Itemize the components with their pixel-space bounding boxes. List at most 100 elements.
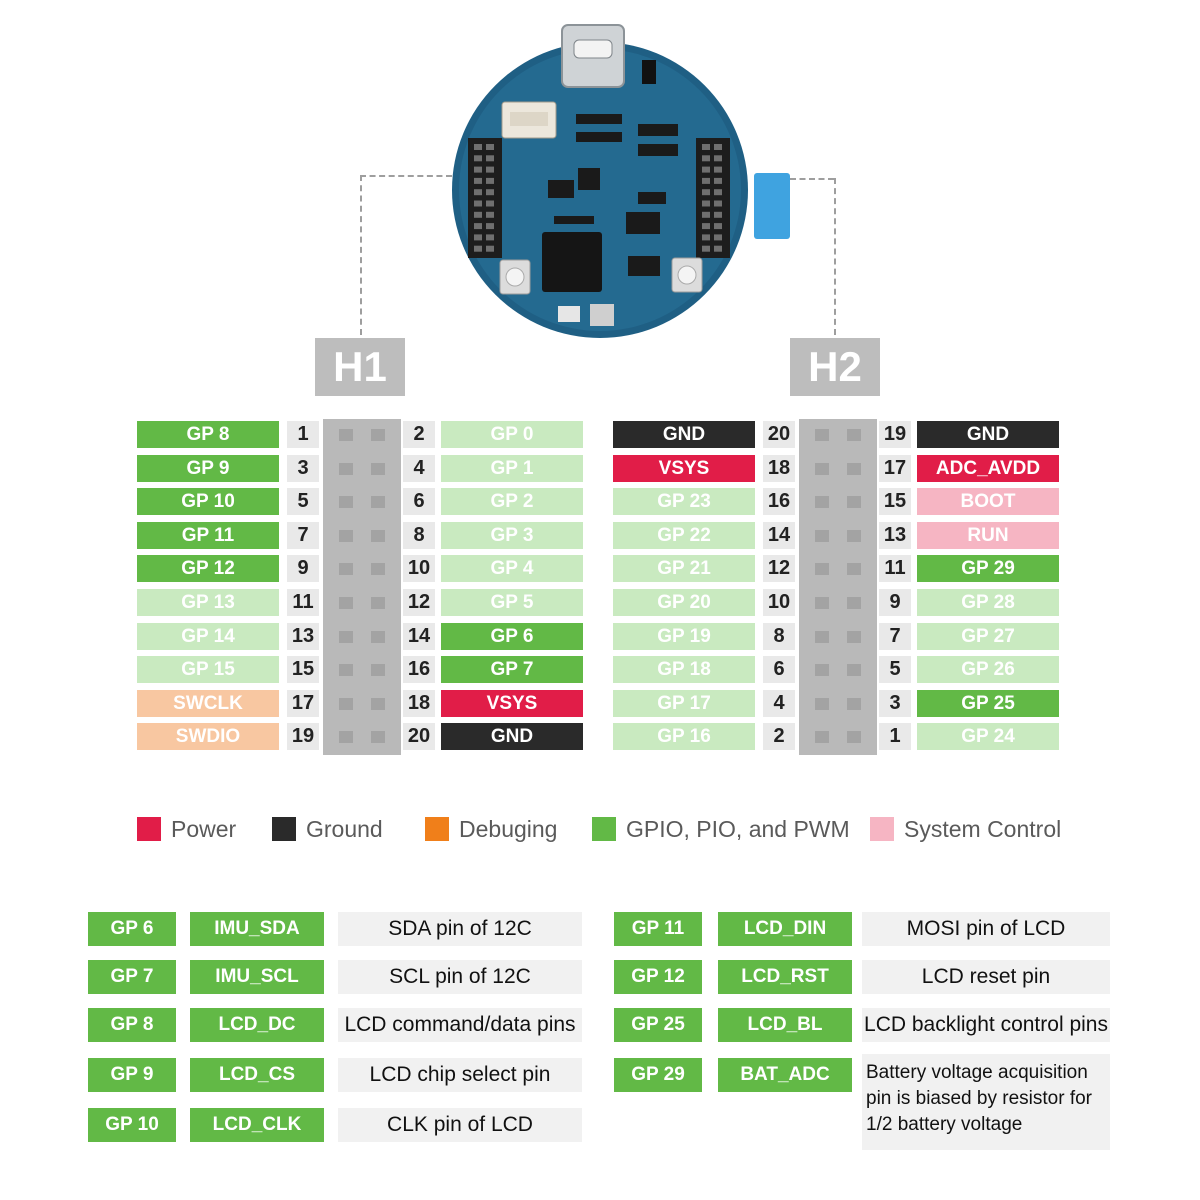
header-pin xyxy=(474,223,482,230)
header-pin xyxy=(486,211,494,218)
legend-label: System Control xyxy=(904,816,1062,842)
h1-pin-pad xyxy=(371,697,385,710)
h2-pin-pad xyxy=(815,529,829,542)
function-pin: GP 7 xyxy=(88,960,176,994)
legend-swatch xyxy=(425,817,449,841)
h1-pin-pad xyxy=(339,597,353,609)
h2-pin-label: GP 16 xyxy=(613,723,755,751)
h1-pin-number: 8 xyxy=(403,521,435,549)
h1-pin-label: GP 0 xyxy=(441,421,583,448)
h1-pin-pad xyxy=(339,496,353,509)
mcu-chip xyxy=(542,232,602,292)
legend-label: Ground xyxy=(306,816,383,842)
h1-pin-label: SWDIO xyxy=(137,723,279,751)
header-pin xyxy=(474,166,482,173)
header-pin xyxy=(702,200,710,207)
function-name: LCD_CLK xyxy=(190,1108,324,1142)
function-description-line: 1/2 battery voltage xyxy=(866,1114,1023,1135)
header-pin xyxy=(486,245,494,252)
h2-pin-label: VSYS xyxy=(613,454,755,482)
h1-pin-number: 18 xyxy=(403,689,435,717)
h2-pin-label: GP 21 xyxy=(613,555,755,583)
h1-pin-number: 16 xyxy=(403,656,435,684)
h1-pin-number: 20 xyxy=(403,723,435,751)
board-image xyxy=(452,24,748,338)
h2-pin-pad xyxy=(847,731,861,744)
function-description-line: Battery voltage acquisition xyxy=(866,1062,1088,1083)
h2-pin-label: GP 24 xyxy=(917,723,1059,751)
h2-pin-number: 20 xyxy=(763,421,795,448)
header-pin xyxy=(474,177,482,184)
h1-pin-number: 14 xyxy=(403,622,435,650)
h1-pin-number: 2 xyxy=(403,421,435,448)
h2-pin-label: GP 17 xyxy=(613,689,755,717)
function-description: LCD reset pin xyxy=(862,960,1110,994)
h2-pin-number: 5 xyxy=(879,656,911,684)
h1-pin-label: GP 15 xyxy=(137,656,279,684)
h1-leader-horizontal xyxy=(360,175,452,177)
header-pin xyxy=(474,200,482,207)
h1-pin-label: GP 14 xyxy=(137,622,279,650)
function-name: LCD_RST xyxy=(718,960,852,994)
h2-pin-pad xyxy=(847,529,861,542)
header-h2 xyxy=(696,138,730,258)
h1-pin-number: 6 xyxy=(403,488,435,516)
h1-pin-number: 4 xyxy=(403,454,435,482)
h2-pin-pad xyxy=(815,664,829,677)
header-h1 xyxy=(468,138,502,258)
header-pin xyxy=(702,211,710,218)
header-pin xyxy=(486,155,494,162)
h2-pin-number: 2 xyxy=(763,723,795,751)
header-pin xyxy=(714,223,722,230)
h2-pin-pad xyxy=(815,429,829,441)
h2-pin-label: GP 23 xyxy=(613,488,755,516)
h2-pin-label: GP 27 xyxy=(917,622,1059,650)
h1-pin-number: 12 xyxy=(403,589,435,616)
legend-label: Debuging xyxy=(459,816,558,842)
h2-pin-number: 11 xyxy=(879,555,911,583)
h2-pin-pad xyxy=(815,563,829,576)
header-pin xyxy=(714,245,722,252)
imu-chip xyxy=(626,212,660,234)
h2-pin-label: GP 22 xyxy=(613,521,755,549)
h1-leader-vertical xyxy=(360,175,362,335)
h1-pin-label: GP 5 xyxy=(441,589,583,616)
header-pin xyxy=(702,245,710,252)
function-pin: GP 11 xyxy=(614,912,702,946)
h1-pin-number: 15 xyxy=(287,656,319,684)
h2-pin-number: 12 xyxy=(763,555,795,583)
h1-pin-number: 1 xyxy=(287,421,319,448)
h1-pin-pad xyxy=(371,462,385,475)
function-name: BAT_ADC xyxy=(718,1058,852,1092)
h2-pin-pad xyxy=(847,462,861,475)
function-pin: GP 29 xyxy=(614,1058,702,1092)
h2-pin-pad xyxy=(815,731,829,744)
header-pin xyxy=(702,155,710,162)
h1-pin-pad xyxy=(339,529,353,542)
function-description-line: pin is biased by resistor for xyxy=(866,1088,1092,1109)
h1-pin-label: GND xyxy=(441,723,583,751)
function-pin: GP 12 xyxy=(614,960,702,994)
h2-pin-pad xyxy=(847,563,861,576)
h2-pin-label: ADC_AVDD xyxy=(917,454,1059,482)
h1-pin-label: GP 6 xyxy=(441,622,583,650)
legend-swatch xyxy=(272,817,296,841)
h1-pin-number: 19 xyxy=(287,723,319,751)
header-pin xyxy=(486,189,494,196)
function-description: MOSI pin of LCD xyxy=(862,912,1110,946)
h2-pin-label: GP 20 xyxy=(613,589,755,616)
h2-pin-label: GP 18 xyxy=(613,656,755,684)
h2-pin-label: GP 25 xyxy=(917,689,1059,717)
h1-pin-pad xyxy=(371,731,385,744)
h2-pin-number: 9 xyxy=(879,589,911,616)
function-description: SDA pin of 12C xyxy=(338,912,582,946)
h2-leader-horizontal xyxy=(790,178,834,180)
function-description: LCD backlight control pins xyxy=(862,1008,1110,1042)
h2-pin-number: 3 xyxy=(879,689,911,717)
h2-pin-number: 18 xyxy=(763,454,795,482)
function-name: IMU_SDA xyxy=(190,912,324,946)
h1-pin-pad xyxy=(371,496,385,509)
h1-pin-label: GP 1 xyxy=(441,454,583,482)
h1-pin-number: 13 xyxy=(287,622,319,650)
